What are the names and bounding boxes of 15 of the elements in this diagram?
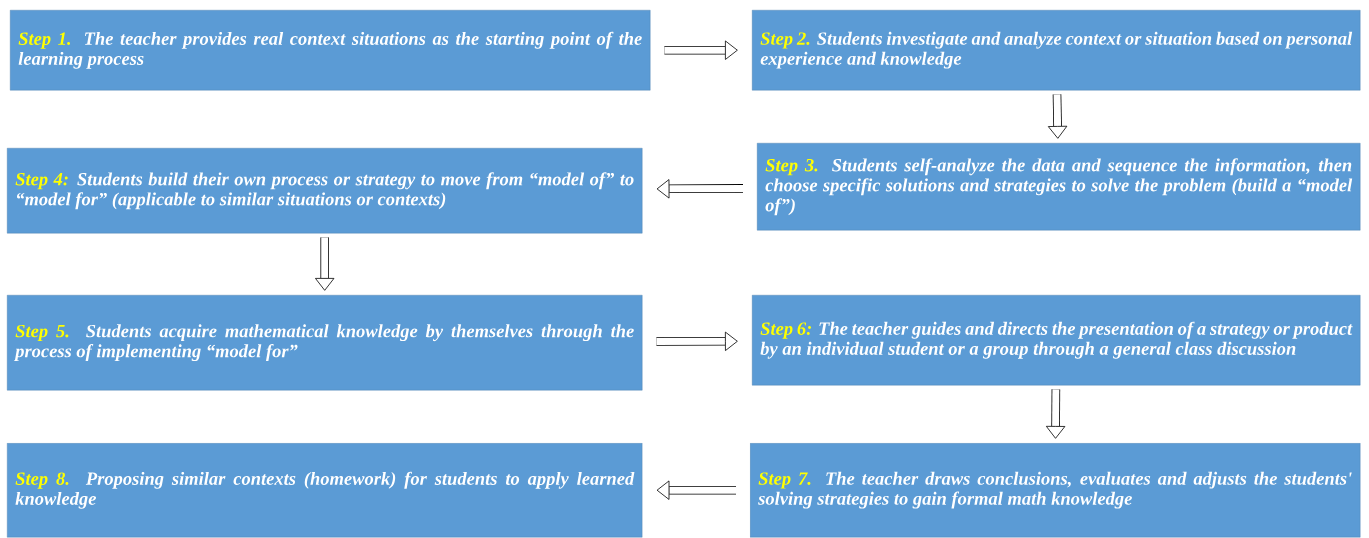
- step-box: Step 1. The teacher provides real context situations as the starting point of the learning process: [10, 10, 651, 91]
- step-box: Step 7. The teacher draws conclusions, evaluates and adjusts the students' solving strategies to gain formal math knowledge: [750, 443, 1361, 538]
- block-arrow: [1047, 94, 1068, 139]
- step-box: Step 3. Students self-analyze the data and sequence the information, then choose specific solutions and strategies to solve the problem (build a “model of”): [757, 143, 1361, 231]
- block-arrow: [315, 237, 335, 291]
- step-box: Step 4: Students build their own process or strategy to move from “model of” to “model for” (applicable to similar situations or contexts): [7, 148, 643, 234]
- block-arrow: [1045, 389, 1066, 439]
- block-arrow: [656, 179, 744, 199]
- step-box: Step 2. Students investigate and analyze context or situation based on personal experience and knowledge: [752, 10, 1361, 91]
- block-arrow: [656, 331, 738, 351]
- block-arrow: [664, 40, 738, 60]
- block-arrow: [656, 480, 736, 500]
- step-box: Step 6: The teacher guides and directs the presentation of a strategy or product by an individual student or a group through a general class discussion: [752, 295, 1361, 386]
- step-box: Step 8. Proposing similar contexts (homework) for students to apply learned knowledge: [7, 443, 643, 538]
- step-box: Step 5. Students acquire mathematical knowledge by themselves through the process of implementing “model for”: [7, 295, 643, 391]
